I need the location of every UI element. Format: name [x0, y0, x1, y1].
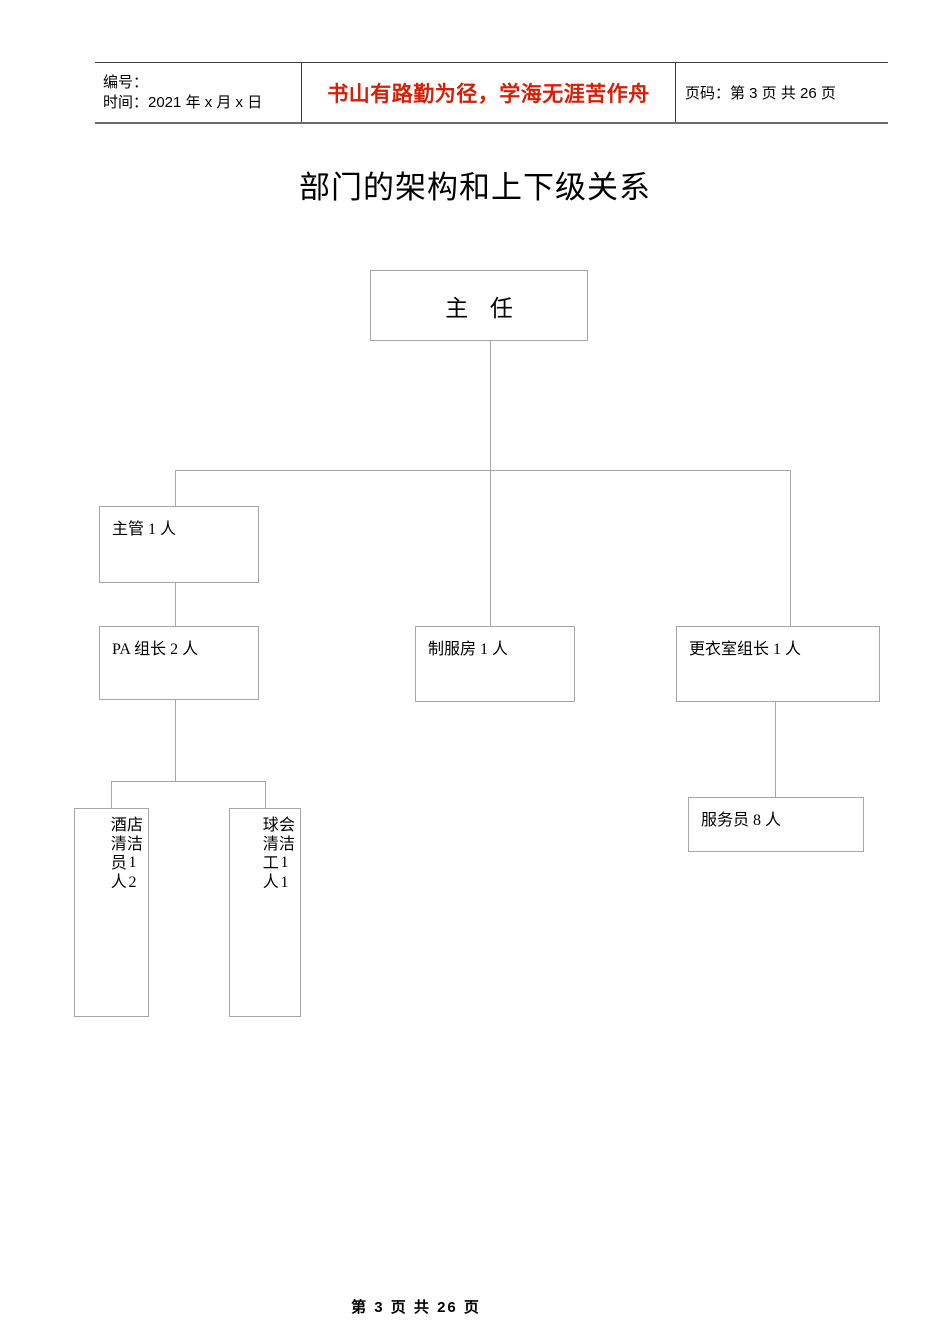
node-supervisor-label: 主管 1 人: [112, 521, 177, 538]
node-pa-leader-label: PA 组长 2 人: [112, 641, 199, 658]
node-ball-cleaners-col-left: 球清工人: [259, 816, 277, 892]
document-number-label: 编号：: [103, 73, 149, 91]
node-ball-cleaners[interactable]: 会洁11 球清工人: [229, 808, 301, 1017]
node-director[interactable]: 主 任: [370, 270, 588, 341]
connector-cleaners-bar: [111, 781, 265, 782]
connector-pa-leader-stem: [175, 700, 176, 782]
header-cell-slogan: 书山有路勤为径，学海无涯苦作舟: [302, 63, 676, 122]
node-locker-room-leader[interactable]: 更衣室组长 1 人: [676, 626, 880, 702]
document-date-label: 时间：2021 年 x 月 x 日: [103, 93, 263, 111]
node-hotel-cleaners-col-right: 店洁12: [124, 816, 141, 894]
connector-supervisor-to-pa-leader: [175, 583, 176, 626]
connector-drop-supervisor: [175, 470, 176, 506]
connector-drop-ball-cleaners: [265, 781, 266, 808]
connector-drop-hotel-cleaners: [111, 781, 112, 808]
node-pa-leader[interactable]: PA 组长 2 人: [99, 626, 259, 700]
node-hotel-cleaners-col-left: 酒清员人: [107, 816, 125, 892]
node-ball-cleaners-col-right: 会洁11: [276, 816, 293, 894]
footer-page-number: 第 3 页 共 26 页: [351, 1299, 481, 1316]
node-attendants[interactable]: 服务员 8 人: [688, 797, 864, 852]
page-title: 部门的架构和上下级关系: [299, 170, 651, 205]
header-table: 编号： 时间：2021 年 x 月 x 日 书山有路勤为径，学海无涯苦作舟 页码…: [95, 62, 888, 124]
node-hotel-cleaners[interactable]: 店洁12 酒清员人: [74, 808, 149, 1017]
node-director-label: 主 任: [445, 295, 521, 321]
header-cell-meta: 编号： 时间：2021 年 x 月 x 日: [95, 63, 302, 122]
node-uniform-room-label: 制服房 1 人: [428, 641, 509, 658]
connector-drop-locker-leader: [790, 470, 791, 626]
node-supervisor[interactable]: 主管 1 人: [99, 506, 259, 583]
node-locker-room-leader-label: 更衣室组长 1 人: [689, 641, 802, 658]
header-cell-page-number: 页码：第 3 页 共 26 页: [676, 63, 888, 122]
slogan-text: 书山有路勤为径，学海无涯苦作舟: [327, 81, 650, 106]
node-attendants-label: 服务员 8 人: [701, 812, 782, 829]
page-indicator: 页码：第 3 页 共 26 页: [685, 85, 836, 102]
connector-level2-bar: [175, 470, 791, 471]
connector-locker-leader-to-attendants: [775, 702, 776, 797]
connector-root-trunk: [490, 341, 491, 471]
node-uniform-room[interactable]: 制服房 1 人: [415, 626, 575, 702]
connector-drop-uniform-room: [490, 470, 491, 626]
